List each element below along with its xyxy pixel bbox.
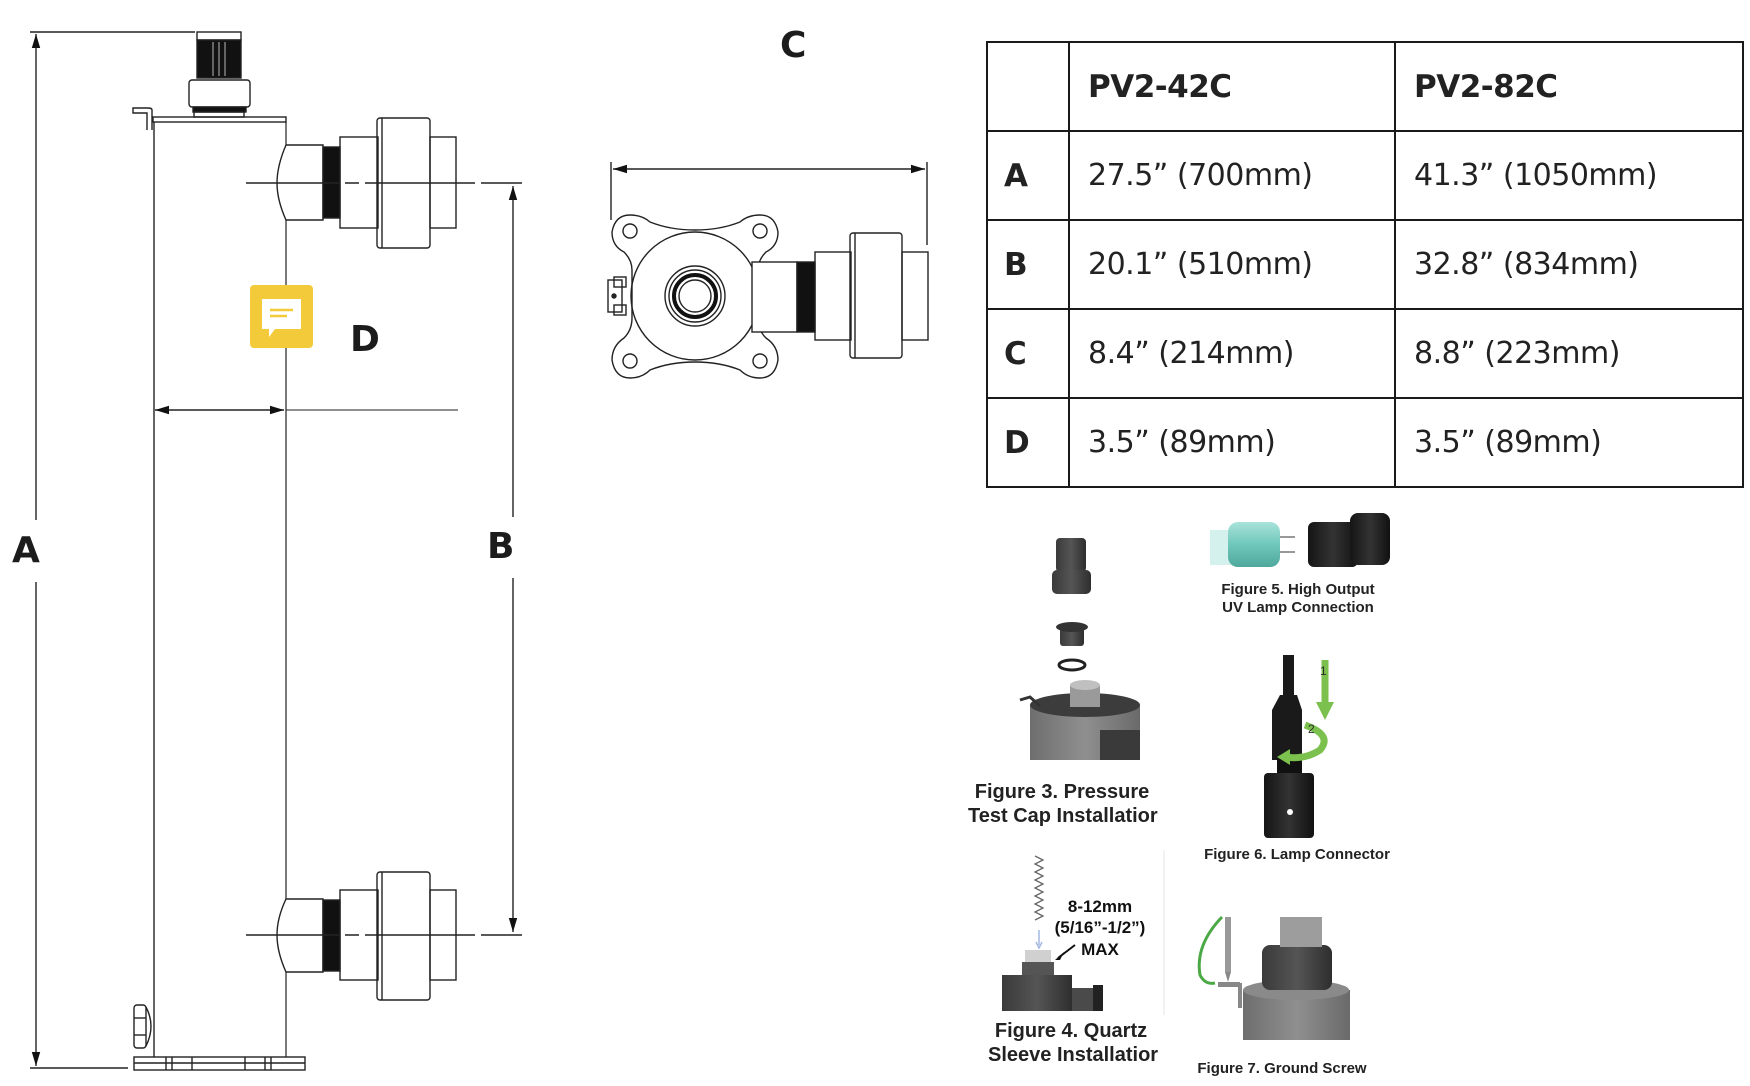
dim-label-c: C (780, 25, 807, 66)
figure-7-illustration (1197, 915, 1350, 1040)
table-header-corner (986, 41, 1070, 132)
table-header-pv2-82c: PV2-82C (1394, 41, 1744, 132)
fig4-sleeve (1025, 950, 1051, 962)
fig7-cylinder (1243, 990, 1350, 1040)
flange-hole-tr (752, 223, 768, 239)
cell-pv2-82c: 3.5” (89mm) (1394, 397, 1744, 488)
figure-3-caption-line2: Test Cap Installatior (968, 805, 1158, 827)
top-tail (901, 251, 929, 341)
figure-6-step-2: 2 (1308, 722, 1315, 736)
side-clip (607, 279, 623, 313)
cell-pv2-82c: 8.8” (223mm) (1394, 308, 1744, 399)
fig7-screwdriver (1225, 917, 1231, 972)
comment-icon[interactable] (250, 285, 313, 348)
flange-hole-br (752, 353, 768, 369)
top-plate (152, 116, 287, 123)
row-label: D (986, 397, 1070, 488)
figure-4-annotation-line2: (5/16”-1/2”) (1054, 918, 1146, 938)
figure-5-caption-line1: Figure 5. High Output (1221, 581, 1375, 598)
fig6-connector-body (1277, 758, 1302, 773)
figure-5-illustration (1210, 513, 1390, 567)
fig3-cap-top (1056, 538, 1086, 572)
table-row: C 8.4” (214mm) 8.8” (223mm) (986, 308, 1744, 399)
lamp-collar (188, 79, 251, 108)
figure-4-caption-line1: Figure 4. Quartz (994, 1020, 1148, 1042)
figure-3-caption: Figure 3. Pressure Test Cap Installatior (962, 780, 1162, 828)
body-circle (630, 231, 760, 361)
inner-ring-outer (664, 265, 726, 327)
fig3-plug (1060, 628, 1084, 646)
fig7-cap (1262, 945, 1332, 990)
figure-4-caption-line2: Sleeve Installatior (988, 1044, 1159, 1066)
dim-label-a: A (12, 530, 40, 571)
figure-4-annotation: 8-12mm (5/16”-1/2”) MAX (1050, 896, 1150, 960)
flange-outline (611, 214, 779, 379)
flange-hole-tl (622, 223, 638, 239)
ground-nut (133, 1004, 147, 1049)
flange-hole-bl (622, 353, 638, 369)
fig3-o-ring (1057, 658, 1087, 672)
row-label: B (986, 219, 1070, 310)
cell-pv2-42c: 3.5” (89mm) (1068, 397, 1396, 488)
figure-4-annotation-line3: MAX (1081, 939, 1119, 959)
fig7-ground-wire (1197, 915, 1224, 985)
dimension-spec-table: PV2-42C PV2-82C A 27.5” (700mm) 41.3” (1… (986, 41, 1744, 488)
table-header-pv2-42c: PV2-42C (1068, 41, 1396, 132)
cell-pv2-42c: 8.4” (214mm) (1068, 308, 1396, 399)
fig3-side-port (1100, 730, 1140, 760)
upper-elbow (276, 144, 324, 221)
fig6-socket (1264, 773, 1314, 838)
lower-elbow (276, 898, 324, 973)
comment-bubble-icon (262, 299, 301, 337)
bracket-hook (132, 107, 153, 130)
figure-6-caption: Figure 6. Lamp Connector (1190, 846, 1404, 864)
table-row: A 27.5” (700mm) 41.3” (1050mm) (986, 130, 1744, 221)
dim-label-b: B (487, 526, 515, 567)
cell-pv2-42c: 27.5” (700mm) (1068, 130, 1396, 221)
top-union (849, 232, 903, 359)
figure-4-caption: Figure 4. Quartz Sleeve Installatior (980, 1019, 1162, 1067)
figure-7-caption-line1: Figure 7. Ground Screw (1197, 1060, 1367, 1077)
figure-3-caption-line1: Figure 3. Pressure (974, 781, 1150, 803)
top-thread (796, 261, 816, 333)
fig3-body (1030, 705, 1140, 760)
table-row: B 20.1” (510mm) 32.8” (834mm) (986, 219, 1744, 310)
fig5-connector (1308, 522, 1358, 567)
table-row: D 3.5” (89mm) 3.5” (89mm) (986, 397, 1744, 488)
figure-7-caption: Figure 7. Ground Screw (1180, 1060, 1384, 1078)
fig6-arrow-2 (1284, 721, 1328, 762)
top-pipe (751, 261, 798, 333)
row-label: A (986, 130, 1070, 221)
inner-ring-core (678, 279, 712, 313)
lamp-cap-top (196, 31, 242, 41)
row-label: C (986, 308, 1070, 399)
table-header-row: PV2-42C PV2-82C (986, 41, 1744, 132)
figure-6-caption-line1: Figure 6. Lamp Connector (1204, 846, 1390, 863)
figure-4-annotation-line1: 8-12mm (1067, 897, 1133, 916)
top-nut (814, 251, 852, 341)
fig4-spring (1033, 855, 1045, 921)
figure-3-illustration (1019, 538, 1140, 760)
lower-union (376, 871, 431, 1001)
dim-label-d: D (350, 319, 380, 360)
figure-6-illustration (1264, 655, 1334, 838)
cell-pv2-82c: 32.8” (834mm) (1394, 219, 1744, 310)
figure-5-caption-line2: UV Lamp Connection (1222, 599, 1374, 616)
cell-pv2-82c: 41.3” (1050mm) (1394, 130, 1744, 221)
fig4-body (1002, 975, 1072, 1011)
cell-pv2-42c: 20.1” (510mm) (1068, 219, 1396, 310)
figure-6-step-1: 1 (1320, 664, 1327, 678)
fig5-lamp (1228, 522, 1280, 567)
figure-5-caption: Figure 5. High Output UV Lamp Connection (1200, 581, 1396, 617)
side-view-drawing (30, 31, 522, 1071)
